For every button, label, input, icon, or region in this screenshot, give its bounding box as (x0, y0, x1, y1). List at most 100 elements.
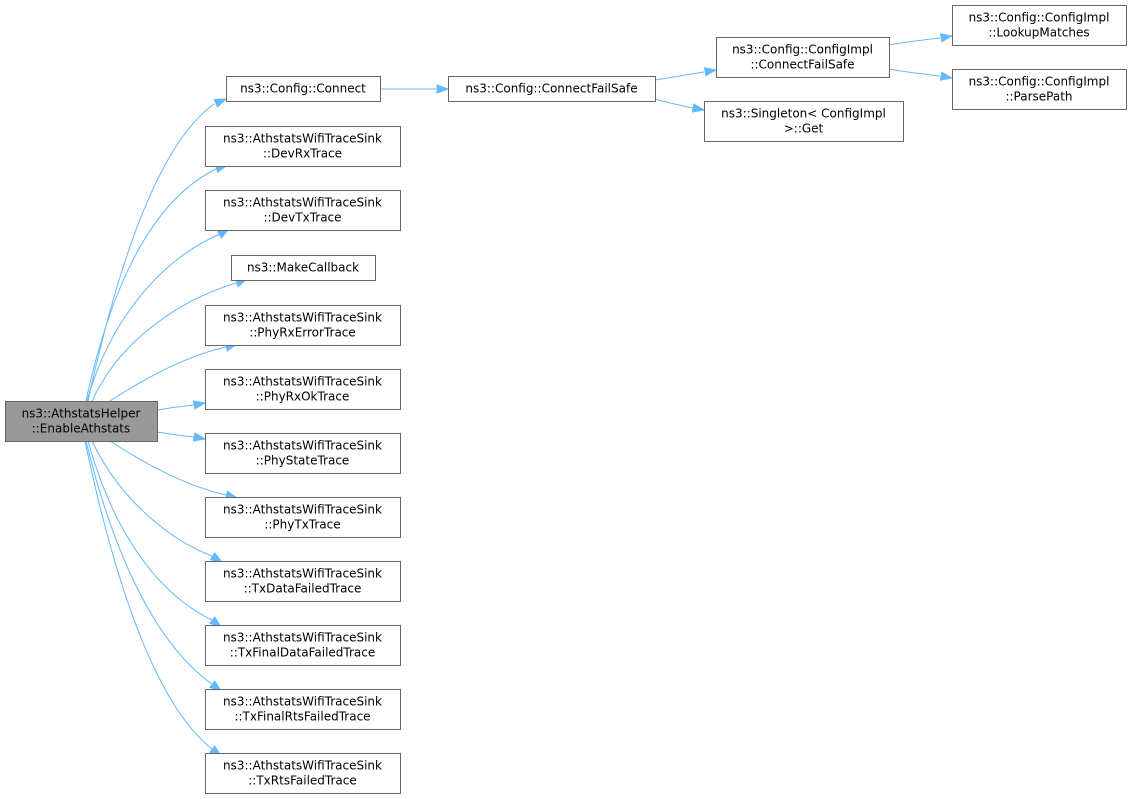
node-label-line: ns3::Singleton< ConfigImpl (721, 107, 886, 121)
node-txfinalrts[interactable]: ns3::AthstatsWifiTraceSink::TxFinalRtsFa… (205, 689, 401, 730)
node-devrx[interactable]: ns3::AthstatsWifiTraceSink::DevRxTrace (205, 126, 401, 167)
nodes-layer: ns3::AthstatsHelper::EnableAthstatsns3::… (5, 5, 1127, 794)
edge-line (91, 440, 213, 557)
node-box[interactable] (205, 369, 401, 410)
edge-line (87, 440, 213, 621)
node-label-line: ns3::MakeCallback (247, 261, 359, 275)
node-box[interactable] (448, 76, 656, 102)
node-box[interactable] (205, 753, 401, 794)
node-devtx[interactable]: ns3::AthstatsWifiTraceSink::DevTxTrace (205, 190, 401, 231)
node-label-line: ::PhyStateTrace (256, 454, 350, 468)
edge-line (109, 440, 227, 496)
edge-root-to-txrts (84, 440, 223, 757)
node-phytx[interactable]: ns3::AthstatsWifiTraceSink::PhyTxTrace (205, 497, 401, 538)
node-failsafe[interactable]: ns3::Config::ConnectFailSafe (448, 76, 656, 102)
node-label-line: ns3::AthstatsWifiTraceSink (223, 439, 382, 453)
node-label-line: ns3::Config::ConfigImpl (732, 43, 873, 57)
node-label-line: ns3::Config::ConnectFailSafe (465, 82, 637, 96)
node-connect[interactable]: ns3::Config::Connect (226, 76, 381, 102)
node-label-line: ::EnableAthstats (32, 422, 131, 436)
node-box[interactable] (205, 689, 401, 730)
node-label-line: ns3::Config::ConfigImpl (969, 75, 1110, 89)
arrowhead (192, 400, 207, 410)
edge-line (84, 440, 213, 750)
arrowhead (939, 71, 954, 81)
arrowhead (939, 33, 954, 43)
node-box[interactable] (205, 497, 401, 538)
edge-failsafe-to-implfailsafe (654, 67, 718, 81)
node-box[interactable] (952, 69, 1127, 110)
node-box[interactable] (205, 433, 401, 474)
node-label-line: >::Get (784, 122, 824, 136)
edge-connect-to-failsafe (380, 84, 450, 94)
node-box[interactable] (231, 255, 376, 281)
edge-line (156, 404, 195, 411)
node-label-line: ::LookupMatches (988, 26, 1089, 40)
node-makecb[interactable]: ns3::MakeCallback (231, 255, 376, 281)
edge-line (654, 98, 694, 109)
node-implfailsafe[interactable]: ns3::Config::ConfigImpl::ConnectFailSafe (716, 37, 890, 78)
edge-failsafe-to-singleton (654, 98, 706, 113)
node-label-line: ::PhyRxErrorTrace (249, 326, 356, 340)
node-box[interactable] (205, 625, 401, 666)
node-lookup[interactable]: ns3::Config::ConfigImpl::LookupMatches (952, 5, 1127, 46)
edge-root-to-phyrxok (156, 400, 207, 411)
node-box[interactable] (704, 101, 904, 142)
node-label-line: ns3::AthstatsWifiTraceSink (223, 375, 382, 389)
node-box[interactable] (226, 76, 381, 102)
node-box[interactable] (205, 126, 401, 167)
edge-root-to-phystate (156, 431, 207, 442)
node-label-line: ns3::AthstatsWifiTraceSink (223, 132, 382, 146)
node-singleton[interactable]: ns3::Singleton< ConfigImpl>::Get (704, 101, 904, 142)
node-box[interactable] (205, 190, 401, 231)
node-label-line: ::TxFinalDataFailedTrace (230, 646, 375, 660)
node-parsepath[interactable]: ns3::Config::ConfigImpl::ParsePath (952, 69, 1127, 110)
node-box[interactable] (205, 305, 401, 346)
node-label-line: ns3::Config::Connect (240, 82, 366, 96)
node-phyrxok[interactable]: ns3::AthstatsWifiTraceSink::PhyRxOkTrace (205, 369, 401, 410)
node-box[interactable] (716, 37, 890, 78)
node-label-line: ::TxRtsFailedTrace (248, 774, 356, 788)
node-box[interactable] (952, 5, 1127, 46)
edge-root-to-txdatafail (91, 440, 224, 563)
edge-line (654, 71, 705, 81)
node-label-line: ns3::AthstatsWifiTraceSink (223, 695, 382, 709)
node-txdatafail[interactable]: ns3::AthstatsWifiTraceSink::TxDataFailed… (205, 561, 401, 602)
node-root[interactable]: ns3::AthstatsHelper::EnableAthstats (5, 401, 158, 442)
node-label-line: ns3::AthstatsHelper (22, 407, 141, 421)
node-label-line: ::TxFinalRtsFailedTrace (234, 710, 370, 724)
node-label-line: ns3::AthstatsWifiTraceSink (223, 196, 382, 210)
edge-line (86, 233, 221, 402)
edge-line (109, 346, 227, 402)
arrowhead (213, 98, 228, 108)
edge-line (85, 440, 213, 685)
node-label-line: ::PhyRxOkTrace (256, 390, 350, 404)
node-label-line: ::TxDataFailedTrace (244, 582, 362, 596)
edges-layer (84, 33, 954, 757)
edge-line (888, 68, 941, 77)
edge-root-to-connect (87, 98, 228, 402)
node-label-line: ns3::AthstatsWifiTraceSink (223, 631, 382, 645)
node-label-line: ::ConnectFailSafe (750, 58, 854, 72)
node-label-line: ns3::AthstatsWifiTraceSink (223, 759, 382, 773)
node-box[interactable] (5, 401, 158, 442)
node-label-line: ns3::AthstatsWifiTraceSink (223, 503, 382, 517)
node-label-line: ns3::AthstatsWifiTraceSink (223, 567, 382, 581)
node-label-line: ns3::Config::ConfigImpl (969, 11, 1110, 25)
node-txrts[interactable]: ns3::AthstatsWifiTraceSink::TxRtsFailedT… (205, 753, 401, 794)
arrowhead (691, 103, 706, 113)
edge-line (91, 282, 237, 402)
node-box[interactable] (205, 561, 401, 602)
edge-line (87, 103, 215, 402)
node-phyrxerr[interactable]: ns3::AthstatsWifiTraceSink::PhyRxErrorTr… (205, 305, 401, 346)
edge-line (888, 37, 941, 46)
arrowhead (192, 432, 207, 442)
edge-line (85, 167, 219, 402)
node-phystate[interactable]: ns3::AthstatsWifiTraceSink::PhyStateTrac… (205, 433, 401, 474)
node-txfinaldata[interactable]: ns3::AthstatsWifiTraceSink::TxFinalDataF… (205, 625, 401, 666)
arrowhead (703, 67, 718, 77)
node-label-line: ::ParsePath (1005, 90, 1072, 104)
edge-implfailsafe-to-parsepath (888, 68, 954, 81)
node-label-line: ::PhyTxTrace (264, 518, 340, 532)
